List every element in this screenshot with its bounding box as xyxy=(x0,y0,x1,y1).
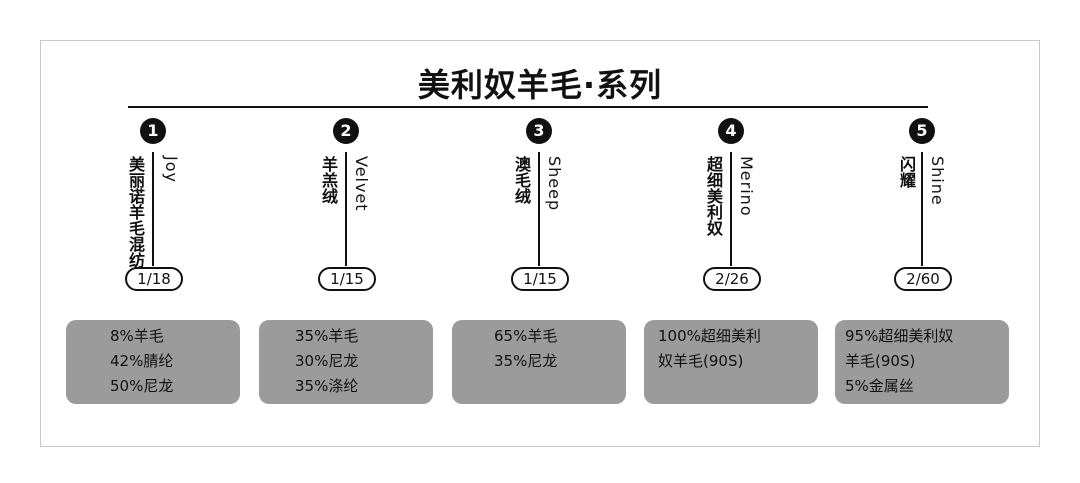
series-name-cn: 澳毛绒 xyxy=(512,156,531,204)
composition-line: 100%超细美利 xyxy=(658,327,761,345)
composition-line: 42%腈纶 xyxy=(110,352,174,370)
composition-box: 95%超细美利奴 羊毛(90S) 5%金属丝 xyxy=(835,320,1009,404)
composition-line: 羊毛(90S) xyxy=(845,352,916,370)
title-underline xyxy=(128,106,928,108)
series-column-5: 5 闪耀 Shine 2/60 95%超细美利奴 羊毛(90S) 5%金属丝 xyxy=(835,118,1009,408)
composition-line: 8%羊毛 xyxy=(110,327,164,345)
series-name-en: Merino xyxy=(737,156,756,217)
series-column-3: 3 澳毛绒 Sheep 1/15 65%羊毛 35%尼龙 xyxy=(452,118,626,408)
connector-line xyxy=(538,152,540,266)
composition-box: 100%超细美利 奴羊毛(90S) xyxy=(644,320,818,404)
composition-line: 5%金属丝 xyxy=(845,377,914,395)
series-name-en: Sheep xyxy=(545,156,564,212)
composition-line: 65%羊毛 xyxy=(494,327,558,345)
yarn-count-badge: 2/60 xyxy=(894,267,952,291)
yarn-count-badge: 2/26 xyxy=(703,267,761,291)
series-column-4: 4 超细美利奴 Merino 2/26 100%超细美利 奴羊毛(90S) xyxy=(644,118,818,408)
diagram-title: 美利奴羊毛·系列 xyxy=(417,66,663,104)
step-number-badge: 3 xyxy=(526,118,552,144)
connector-line xyxy=(152,152,154,266)
composition-box: 8%羊毛 42%腈纶 50%尼龙 xyxy=(66,320,240,404)
composition-line: 95%超细美利奴 xyxy=(845,327,954,345)
composition-line: 35%尼龙 xyxy=(494,352,558,370)
connector-line xyxy=(730,152,732,266)
composition-line: 50%尼龙 xyxy=(110,377,174,395)
series-name-en: Shine xyxy=(928,156,947,206)
series-name-cn: 超细美利奴 xyxy=(704,156,723,236)
series-name-en: Joy xyxy=(162,156,181,183)
connector-line xyxy=(921,152,923,266)
composition-box: 65%羊毛 35%尼龙 xyxy=(452,320,626,404)
yarn-count-badge: 1/15 xyxy=(511,267,569,291)
series-name-cn: 羊羔绒 xyxy=(319,156,338,204)
yarn-count-badge: 1/15 xyxy=(318,267,376,291)
step-number-badge: 4 xyxy=(718,118,744,144)
series-column-1: 1 美丽诺羊毛混纺 Joy 1/18 8%羊毛 42%腈纶 50%尼龙 xyxy=(66,118,240,408)
step-number-badge: 5 xyxy=(909,118,935,144)
series-name-cn: 闪耀 xyxy=(897,156,916,188)
series-column-2: 2 羊羔绒 Velvet 1/15 35%羊毛 30%尼龙 35%涤纶 xyxy=(259,118,433,408)
yarn-count-badge: 1/18 xyxy=(125,267,183,291)
composition-line: 30%尼龙 xyxy=(295,352,359,370)
composition-line: 奴羊毛(90S) xyxy=(658,352,744,370)
series-name-cn: 美丽诺羊毛混纺 xyxy=(126,156,145,268)
composition-box: 35%羊毛 30%尼龙 35%涤纶 xyxy=(259,320,433,404)
connector-line xyxy=(345,152,347,266)
step-number-badge: 1 xyxy=(140,118,166,144)
series-name-en: Velvet xyxy=(352,156,371,212)
composition-line: 35%涤纶 xyxy=(295,377,359,395)
composition-line: 35%羊毛 xyxy=(295,327,359,345)
step-number-badge: 2 xyxy=(333,118,359,144)
